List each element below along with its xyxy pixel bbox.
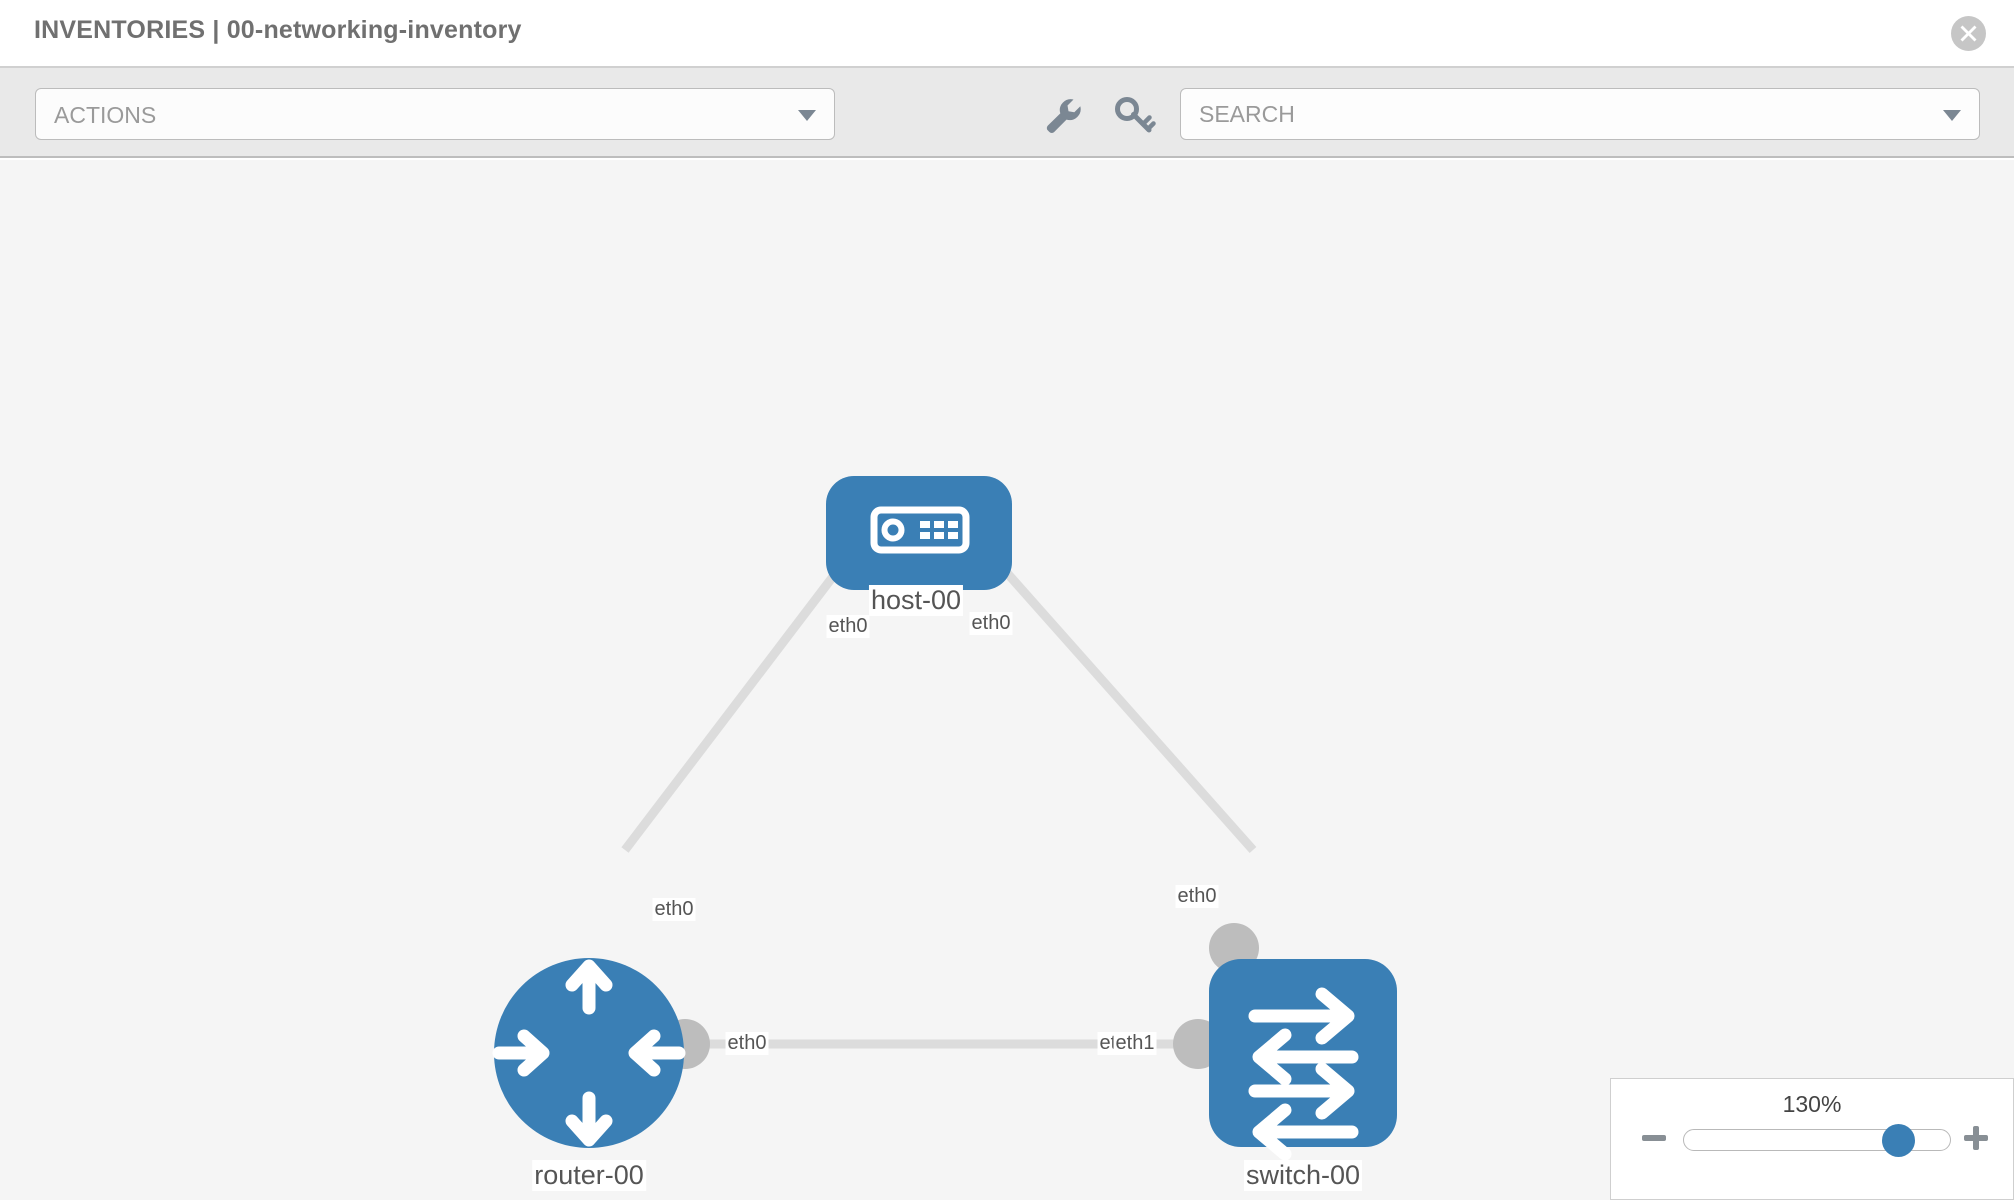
edge-label: eth1: [1113, 1032, 1157, 1055]
node-router-00[interactable]: [492, 958, 686, 1148]
node-label-switch-00: switch-00: [1243, 1160, 1363, 1191]
search-input[interactable]: [1199, 89, 1919, 139]
edge-label: eth0: [826, 615, 870, 638]
node-label-router-00: router-00: [532, 1160, 646, 1191]
zoom-control-panel: 130%: [1610, 1078, 2014, 1200]
close-button[interactable]: [1951, 16, 1986, 51]
zoom-level-label: 130%: [1782, 1091, 1842, 1117]
plus-icon: [1964, 1126, 1988, 1150]
edge-label: eth0: [725, 1032, 769, 1055]
zoom-slider-track[interactable]: [1683, 1124, 1951, 1157]
switch-arrows-icon: [1248, 987, 1359, 1161]
page-header: INVENTORIES | 00-networking-inventory: [0, 0, 2014, 68]
edge-label: eth0: [1175, 885, 1219, 908]
zoom-slider-thumb[interactable]: [1882, 1124, 1915, 1157]
topology-graph: [492, 476, 1397, 1161]
zoom-out-button[interactable]: [1639, 1123, 1669, 1153]
close-icon: [1960, 25, 1977, 42]
key-button[interactable]: [1112, 94, 1156, 136]
page-title: INVENTORIES | 00-networking-inventory: [34, 16, 522, 44]
node-label-host-00: host-00: [868, 585, 964, 616]
link-host-switch[interactable]: [956, 517, 1257, 853]
search-field[interactable]: [1180, 88, 1980, 140]
router-arrows-icon: [492, 959, 686, 1147]
chevron-down-icon: [798, 110, 816, 121]
topology-canvas[interactable]: eth0 eth0 eth0 eth0 eth0 eth0 eth1 host-…: [0, 160, 2014, 1200]
wrench-icon: [1046, 99, 1081, 133]
actions-dropdown-label: ACTIONS: [54, 102, 157, 128]
key-icon: [1115, 97, 1156, 133]
edge-label: eth0: [652, 898, 696, 921]
toolbar: ACTIONS: [0, 68, 2014, 158]
edge-label: eth0: [969, 612, 1013, 635]
node-host-00[interactable]: [826, 476, 1012, 590]
server-icon: [870, 506, 970, 554]
actions-dropdown[interactable]: ACTIONS: [35, 88, 835, 140]
search-chevron-down-icon[interactable]: [1943, 110, 1961, 121]
wrench-button[interactable]: [1040, 94, 1084, 136]
node-switch-00[interactable]: [1209, 959, 1397, 1161]
minus-icon: [1642, 1135, 1666, 1141]
zoom-in-button[interactable]: [1961, 1123, 1991, 1153]
